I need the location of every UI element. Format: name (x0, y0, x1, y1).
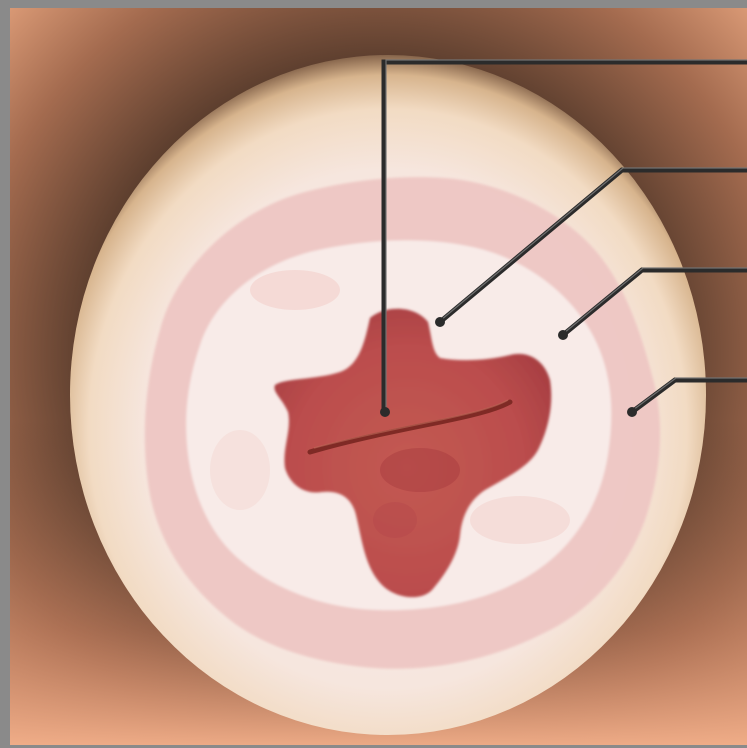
leader-dot-2 (435, 317, 445, 327)
os-mottling (380, 448, 460, 492)
texture-blotch (250, 270, 340, 310)
os-mottling (373, 502, 417, 538)
texture-blotch (470, 496, 570, 544)
leader-dot-4 (627, 407, 637, 417)
leader-dot-1 (380, 407, 390, 417)
texture-blotch (210, 430, 270, 510)
leader-dot-3 (558, 330, 568, 340)
